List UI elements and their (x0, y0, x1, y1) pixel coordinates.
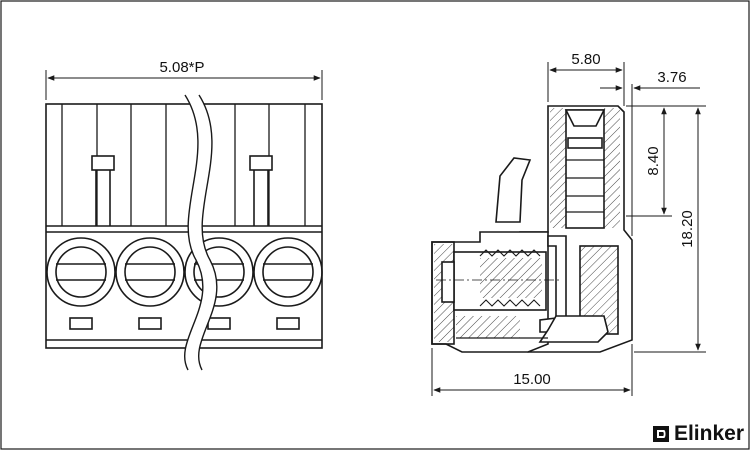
elinker-logo-icon (652, 426, 669, 442)
brand-logo: Elinker (651, 422, 744, 446)
side-view (431, 105, 633, 353)
length-bottom-label: 15.00 (513, 371, 551, 388)
height-upper-label: 8.40 (645, 146, 662, 175)
pitch-label: 5.08*P (159, 59, 204, 76)
screw-terminal-2 (115, 237, 185, 307)
screw-terminal-1 (46, 237, 116, 307)
side-dimensions (431, 62, 706, 396)
break-mark (183, 94, 218, 371)
height-total-label: 18.20 (679, 210, 696, 248)
screw-terminal-4 (253, 237, 323, 307)
brand-name: Elinker (673, 422, 744, 445)
pitch-dimension (45, 70, 323, 100)
depth-top-label: 5.80 (571, 51, 600, 68)
offset-right-label: 3.76 (657, 69, 686, 86)
front-view (45, 103, 323, 349)
screw-terminal-3 (184, 237, 254, 307)
